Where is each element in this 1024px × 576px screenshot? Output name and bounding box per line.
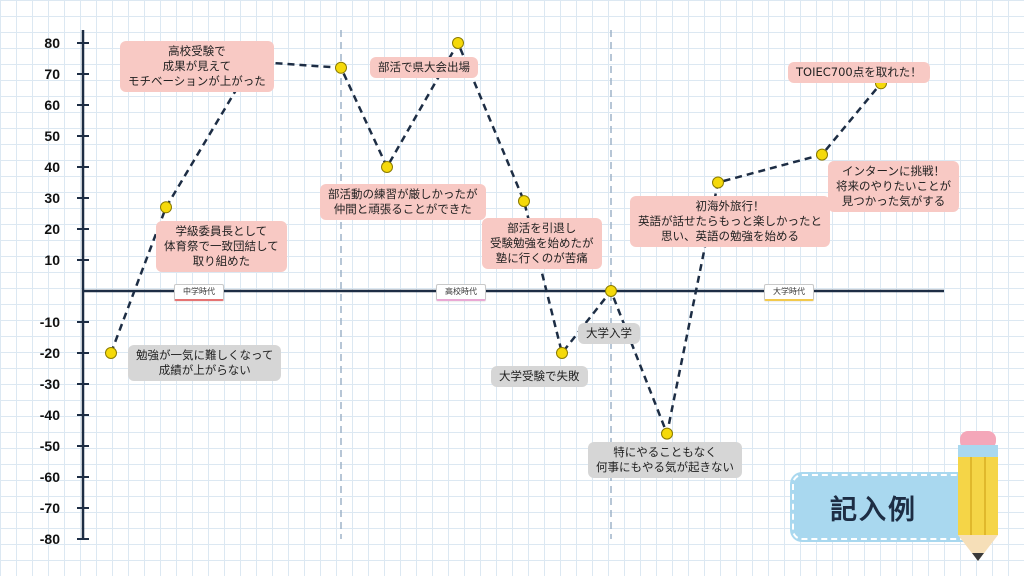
y-tick-label-1: 70: [44, 66, 60, 82]
y-tick-label-10: -30: [40, 376, 60, 392]
y-tick-label-11: -40: [40, 407, 60, 423]
annotation-8: 特にやることもなく 何事にもやる気が起きない: [588, 442, 742, 478]
annotation-9: 初海外旅行！ 英語が話せたらもっと楽しかったと 思い、英語の勉強を始める: [630, 196, 830, 247]
data-point-8: [605, 285, 617, 297]
data-point-4: [381, 161, 393, 173]
data-point-1: [160, 201, 172, 214]
period-label-high-school: 高校時代: [436, 284, 486, 301]
y-tick-label-2: 60: [44, 97, 60, 113]
data-point-7: [556, 347, 568, 359]
annotation-7: 大学入学: [578, 323, 640, 344]
annotation-4: 部活で県大会出場: [370, 57, 478, 78]
data-point-6: [518, 195, 530, 208]
data-point-9: [661, 427, 673, 440]
data-point-0: [105, 347, 117, 359]
y-tick-label-4: 40: [44, 159, 60, 175]
data-point-5: [452, 37, 464, 49]
y-tick-label-7: 10: [44, 252, 60, 268]
annotation-0: 勉強が一気に難しくなって 成績が上がらない: [128, 345, 282, 381]
example-badge-label: 記入例: [830, 495, 917, 526]
pencil-icon: [958, 431, 998, 561]
y-tick-label-3: 50: [44, 128, 60, 144]
data-point-3: [335, 61, 347, 74]
example-badge: [792, 474, 976, 540]
annotation-2: 高校受験で 成果が見えて モチベーションが上がった: [120, 41, 274, 92]
annotation-1: 学級委員長として 体育祭で一致団結して 取り組めた: [156, 221, 287, 272]
data-point-11: [816, 148, 828, 161]
annotation-10: インターンに挑戦！ 将来のやりたいことが 見つかった気がする: [828, 161, 959, 212]
y-tick-labels: 80 70 60 50 40 30 20 10 -10 -20 -30 -40 -50 -60 -70 -80: [40, 35, 89, 547]
annotation-6: 大学受験で失敗: [491, 366, 588, 387]
period-label-university: 大学時代: [764, 284, 814, 301]
period-label-junior-high: 中学時代: [174, 284, 224, 301]
y-tick-label-9: -20: [40, 345, 60, 361]
y-tick-label-15: -80: [40, 531, 60, 547]
y-tick-label-5: 30: [44, 190, 60, 206]
y-tick-label-13: -60: [40, 469, 60, 485]
y-tick-label-8: -10: [40, 314, 60, 330]
annotation-5: 部活を引退し 受験勉強を始めたが 塾に行くのが苦痛: [482, 218, 602, 269]
annotation-11: TOIEC700点を取れた！: [788, 62, 930, 83]
data-point-10: [712, 176, 724, 189]
y-tick-label-6: 20: [44, 221, 60, 237]
y-tick-label-12: -50: [40, 438, 60, 454]
y-tick-label-14: -70: [40, 500, 60, 516]
annotation-3: 部活動の練習が厳しかったが 仲間と頑張ることができた: [320, 184, 486, 220]
y-tick-label-0: 80: [44, 35, 60, 51]
